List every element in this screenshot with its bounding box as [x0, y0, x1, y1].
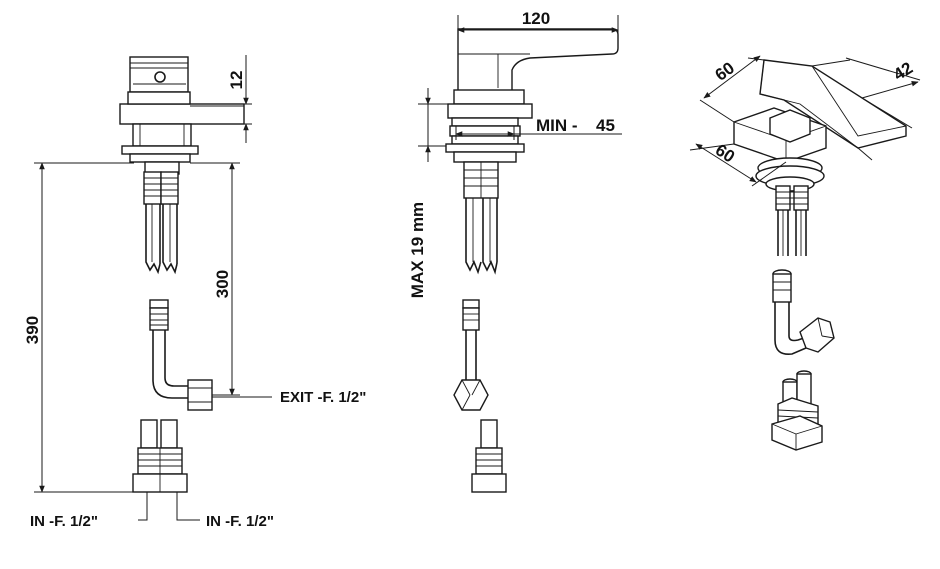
dim-iso-60-top — [699, 55, 765, 123]
iso-inlets — [771, 370, 823, 451]
side-hoses-upper — [463, 161, 499, 275]
front-base-flange — [121, 145, 199, 155]
front-lever-plate — [119, 103, 245, 125]
dim-300 — [190, 162, 240, 396]
dim-min-label: MIN - — [536, 116, 578, 135]
front-handle-block — [129, 56, 189, 93]
side-flange — [445, 143, 525, 153]
iso-exit-hose — [772, 269, 835, 356]
side-inlet — [471, 419, 507, 493]
in-left-leader — [138, 492, 148, 521]
dim-120-label: 120 — [522, 9, 550, 28]
iso-exit-nut — [799, 317, 835, 353]
front-exit-hose — [149, 299, 213, 411]
dim-min-45 — [455, 126, 622, 140]
side-view: 120 MIN - 45 MAX 19 mm — [408, 9, 622, 493]
dim-390 — [34, 162, 134, 493]
iso-view: 60 60 42 — [689, 55, 921, 451]
iso-hoses — [775, 185, 809, 256]
in-right-leader — [176, 492, 200, 521]
iso-inlet-nut — [771, 415, 823, 451]
front-inlets — [132, 419, 188, 493]
dim-12-label: 12 — [227, 71, 246, 90]
side-lever — [457, 28, 619, 97]
dim-iso-42 — [811, 57, 921, 161]
front-exit-nut — [187, 379, 213, 411]
side-cover — [447, 103, 533, 119]
dim-max-19 — [418, 88, 448, 162]
dim-120 — [457, 15, 619, 35]
dim-iso-42-label: 42 — [890, 58, 916, 84]
dim-max-label: MAX 19 mm — [408, 202, 427, 298]
front-hoses-upper — [143, 171, 179, 275]
exit-label: EXIT -F. 1/2" — [280, 389, 366, 406]
dim-12 — [190, 55, 252, 143]
dim-390-label: 390 — [23, 316, 42, 344]
side-exit-hose — [453, 299, 489, 411]
front-handle-indicator — [154, 71, 166, 83]
dim-iso-60-bottom — [689, 143, 787, 187]
dim-min-value: 45 — [596, 116, 615, 135]
in-right-label: IN -F. 1/2" — [206, 513, 274, 530]
dim-300-label: 300 — [213, 270, 232, 298]
in-left-label: IN -F. 1/2" — [30, 513, 98, 530]
side-exit-nut — [453, 379, 489, 411]
front-view: 12 390 300 EXIT -F. 1/2" IN -F. 1/2" IN … — [23, 55, 366, 530]
dim-iso-60-top-label: 60 — [712, 58, 738, 84]
